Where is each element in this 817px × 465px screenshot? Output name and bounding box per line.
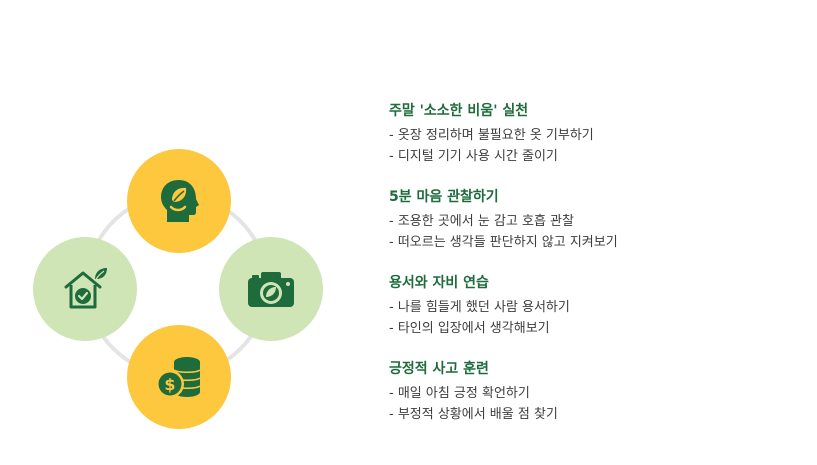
practice-list: 주말 '소소한 비움' 실천 - 옷장 정리하며 불필요한 옷 기부하기 - 디…: [389, 101, 789, 445]
mind-node: [127, 149, 231, 253]
section-mind-observation: 5분 마음 관찰하기 - 조용한 곳에서 눈 감고 호흡 관찰 - 떠오르는 생…: [389, 187, 789, 253]
eco-house-check-icon: [64, 268, 107, 309]
list-item: - 부정적 상황에서 배울 점 찾기: [389, 407, 558, 422]
list-item: - 매일 아침 긍정 확언하기: [389, 386, 530, 401]
section-items: - 매일 아침 긍정 확언하기 - 부정적 상황에서 배울 점 찾기: [389, 383, 789, 425]
section-title: 긍정적 사고 훈련: [389, 361, 489, 377]
section-forgiveness: 용서와 자비 연습 - 나를 힘들게 했던 사람 용서하기 - 타인의 입장에서…: [389, 273, 789, 339]
section-title: 주말 '소소한 비움' 실천: [389, 103, 529, 119]
section-items: - 조용한 곳에서 눈 감고 호흡 관찰 - 떠오르는 생각들 판단하지 않고 …: [389, 211, 789, 253]
list-item: - 나를 힘들게 했던 사람 용서하기: [389, 300, 570, 315]
list-item: - 타인의 입장에서 생각해보기: [389, 321, 550, 336]
list-item: - 떠오르는 생각들 판단하지 않고 지켜보기: [389, 235, 618, 250]
camera-node: [219, 237, 323, 341]
svg-text:$: $: [164, 375, 175, 394]
section-items: - 옷장 정리하며 불필요한 옷 기부하기 - 디지털 기기 사용 시간 줄이기: [389, 125, 789, 167]
coin-stack-dollar-icon: $: [156, 357, 201, 398]
mind-leaf-head-icon: [161, 180, 199, 222]
money-node: $: [127, 325, 231, 429]
section-title: 용서와 자비 연습: [389, 275, 489, 291]
section-title: 5분 마음 관찰하기: [389, 189, 499, 205]
list-item: - 조용한 곳에서 눈 감고 호흡 관찰: [389, 214, 574, 229]
practice-diagram: $: [30, 149, 330, 433]
camera-leaf-icon: [248, 272, 294, 307]
section-positive-thinking: 긍정적 사고 훈련 - 매일 아침 긍정 확언하기 - 부정적 상황에서 배울 …: [389, 359, 789, 425]
list-item: - 옷장 정리하며 불필요한 옷 기부하기: [389, 128, 594, 143]
list-item: - 디지털 기기 사용 시간 줄이기: [389, 149, 558, 164]
home-node: [33, 237, 137, 341]
section-weekend-declutter: 주말 '소소한 비움' 실천 - 옷장 정리하며 불필요한 옷 기부하기 - 디…: [389, 101, 789, 167]
section-items: - 나를 힘들게 했던 사람 용서하기 - 타인의 입장에서 생각해보기: [389, 297, 789, 339]
